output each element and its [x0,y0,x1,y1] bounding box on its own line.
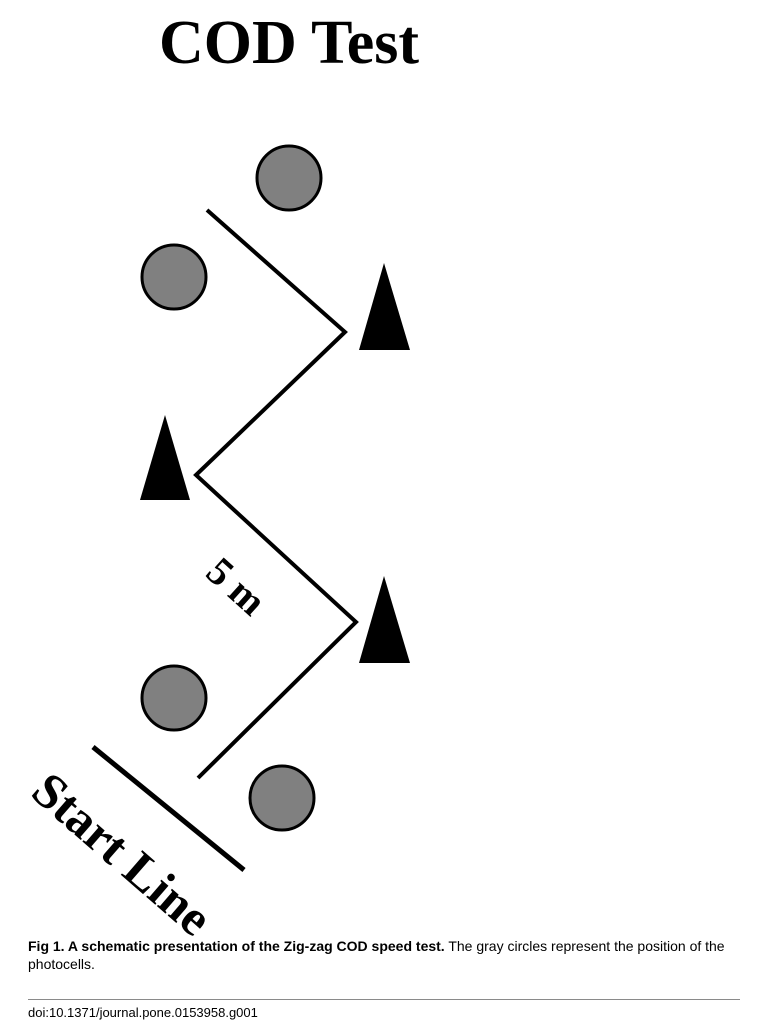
start-line [91,745,246,872]
cone-icon [359,263,410,350]
distance-label: 5 m [198,548,275,624]
cone-icon [359,576,410,663]
caption-body: The gray circles represent the position … [28,938,725,972]
start-line-label: Start Line [22,761,223,940]
doi-text: doi:10.1371/journal.pone.0153958.g001 [28,1005,258,1020]
caption-lead: Fig 1. A schematic presentation of the Z… [28,938,445,954]
diagram-title: COD Test [159,9,419,77]
zigzag-path [193,208,359,780]
photocell-icon [140,664,208,732]
caption-divider [28,999,740,1000]
photocell-icon [255,144,323,212]
photocell-icon [248,764,316,832]
figure-caption: Fig 1. A schematic presentation of the Z… [28,937,744,973]
cone-icon [140,415,190,500]
cod-test-diagram: COD Test 5 m Start Line [22,9,420,940]
photocell-icon [140,243,208,311]
